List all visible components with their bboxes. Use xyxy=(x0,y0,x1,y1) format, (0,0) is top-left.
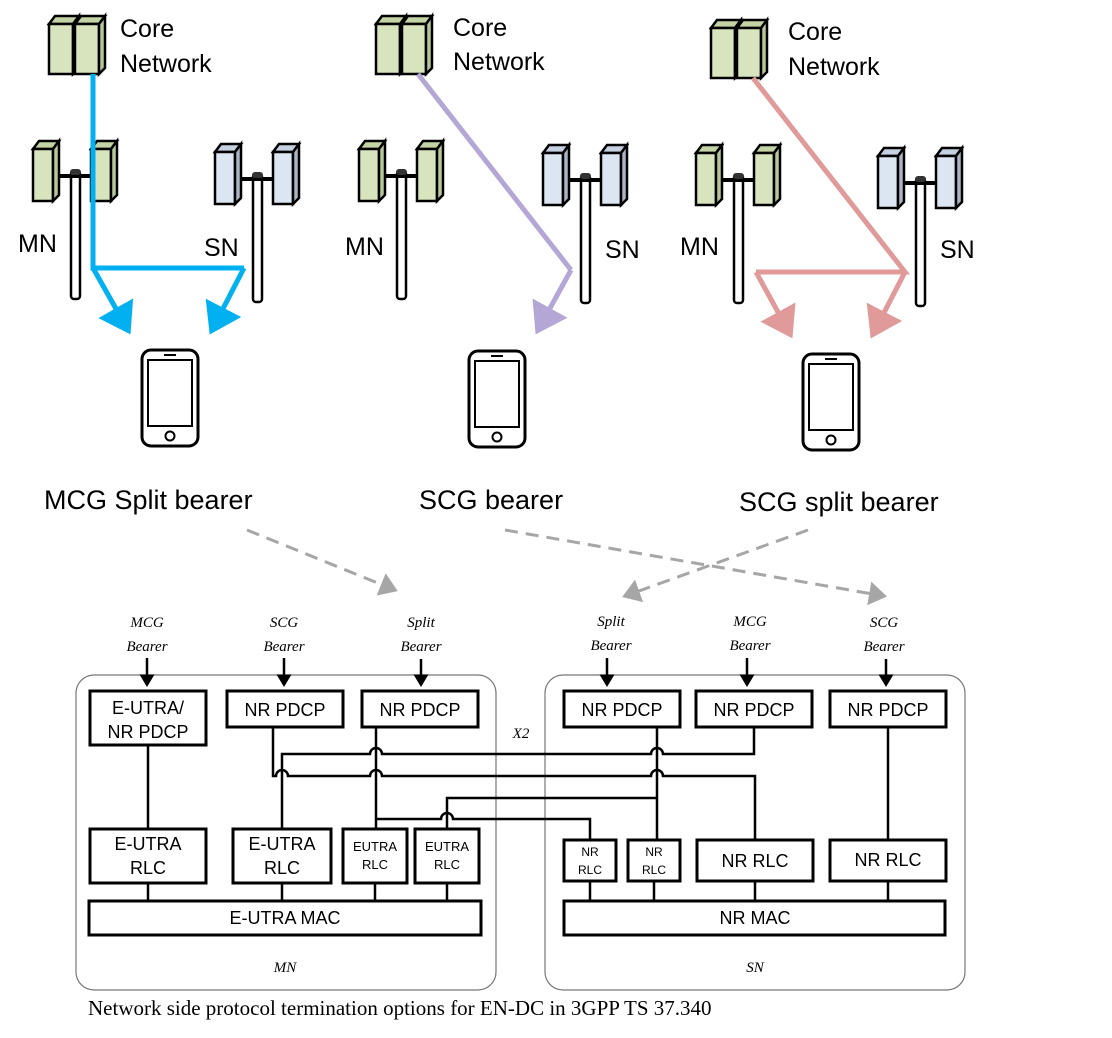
pdcp-label: NR PDCP xyxy=(244,700,325,720)
bearer-label: MCG xyxy=(129,615,164,631)
scenario-scg: Core Network MN SN SCG bearer xyxy=(345,14,640,515)
rlc-label: E-UTRA xyxy=(249,834,316,854)
mn-pdcp-nr-scg xyxy=(225,689,345,729)
core-network-label-line2: Network xyxy=(453,48,545,76)
mapping-arrows xyxy=(246,528,887,606)
sn-node-box xyxy=(544,674,966,991)
core-network-icon xyxy=(47,14,107,76)
bearer-label: Bearer xyxy=(400,639,441,655)
mn-protocol-stack: MCG Bearer SCG Bearer Split Bearer E-UTR… xyxy=(75,615,497,991)
rlc-label: RLC xyxy=(578,863,602,877)
mn-pdcp-eutra-nr xyxy=(88,689,208,747)
sn-tower-icon xyxy=(876,146,964,308)
bearer-label: Bearer xyxy=(126,639,167,655)
core-network-label-line1: Core xyxy=(788,18,842,46)
sn-pdcp-nr-split xyxy=(562,689,682,729)
sn-pdcp-nr-scg xyxy=(828,689,948,729)
sn-to-ue-arrow xyxy=(532,268,574,335)
sn-tower-icon xyxy=(541,143,629,305)
phone-icon xyxy=(801,352,861,452)
core-network-icon xyxy=(709,18,769,80)
bearer-label: MCG xyxy=(732,614,767,630)
rlc-label: RLC xyxy=(434,857,460,872)
core-network-label-line1: Core xyxy=(120,15,174,43)
pdcp-label: E-UTRA/ xyxy=(112,698,184,718)
sn-to-ue-arrow xyxy=(205,266,247,335)
rlc-label: EUTRA xyxy=(353,839,397,854)
bearer-label: Split xyxy=(597,614,625,630)
sn-node-label: SN xyxy=(746,960,765,976)
bearer-label: SCG xyxy=(270,615,299,631)
sn-to-ue-arrow xyxy=(866,270,908,339)
figure-caption: Network side protocol termination option… xyxy=(88,996,712,1020)
core-network-label-line2: Network xyxy=(788,53,880,81)
pdcp-label: NR PDCP xyxy=(713,700,794,720)
mn-rlc xyxy=(413,827,481,885)
scenario-title: MCG Split bearer xyxy=(44,485,253,515)
rlc-label: NR xyxy=(645,845,663,859)
mn-tower-icon xyxy=(694,143,782,305)
phone-icon xyxy=(467,349,527,449)
x2-interconnect: X2 xyxy=(146,726,890,840)
mn-label: MN xyxy=(345,233,384,261)
core-network-icon xyxy=(374,14,434,76)
sn-label: SN xyxy=(605,236,640,264)
sn-rlc xyxy=(562,838,618,883)
bearer-label: Bearer xyxy=(263,639,304,655)
pdcp-label: NR PDCP xyxy=(107,722,188,742)
mcg-split-to-mn-split-arrow xyxy=(246,528,398,596)
scenario-title: SCG bearer xyxy=(419,485,563,515)
mn-label: MN xyxy=(18,230,57,258)
bearer-label: Bearer xyxy=(590,638,631,654)
bearer-label: Split xyxy=(407,615,435,631)
mn-to-ue-arrow xyxy=(90,266,134,335)
mn-tower-icon xyxy=(31,139,119,301)
scenario-scg-split: Core Network MN SN SCG split bearer xyxy=(680,18,975,517)
mn-pdcp-nr-split xyxy=(360,689,480,729)
scenario-title: SCG split bearer xyxy=(739,487,939,517)
rlc-label: E-UTRA xyxy=(115,834,182,854)
scenario-mcg-split: Core Network MN SN MCG Split bearer xyxy=(18,14,301,515)
scg-to-sn-scg-arrow xyxy=(504,528,887,606)
rlc-label: RLC xyxy=(642,863,666,877)
sn-label: SN xyxy=(940,236,975,264)
core-network-label-line2: Network xyxy=(120,50,212,78)
x2-label: X2 xyxy=(512,726,530,742)
pdcp-label: NR PDCP xyxy=(379,700,460,720)
scg-link xyxy=(416,72,573,272)
rlc-label: EUTRA xyxy=(425,839,469,854)
sn-label: SN xyxy=(204,234,239,262)
mn-rlc xyxy=(341,827,409,885)
pdcp-label: NR PDCP xyxy=(847,700,928,720)
mn-to-ue-arrow xyxy=(753,270,796,339)
rlc-label: RLC xyxy=(130,858,166,878)
sn-mac xyxy=(562,899,947,937)
rlc-label: RLC xyxy=(362,857,388,872)
mac-label: E-UTRA MAC xyxy=(229,908,340,928)
rlc-label: RLC xyxy=(264,858,300,878)
rlc-label: NR RLC xyxy=(721,851,788,871)
sn-pdcp-nr-mcg xyxy=(694,689,814,729)
mn-mac xyxy=(87,899,483,937)
sn-tower-icon xyxy=(213,142,301,304)
rlc-label: NR RLC xyxy=(854,850,921,870)
mn-tower-icon xyxy=(357,139,445,301)
scg-split-to-sn-split-arrow xyxy=(622,528,809,603)
bearer-label: Bearer xyxy=(729,638,770,654)
phone-icon xyxy=(140,348,200,448)
mn-label: MN xyxy=(680,233,719,261)
sn-rlc xyxy=(626,838,682,883)
mn-node-label: MN xyxy=(273,960,297,976)
bearer-label: SCG xyxy=(870,615,899,631)
core-network-label-line1: Core xyxy=(453,14,507,42)
bearer-label: Bearer xyxy=(863,639,904,655)
rlc-label: NR xyxy=(581,845,599,859)
pdcp-label: NR PDCP xyxy=(581,700,662,720)
mac-label: NR MAC xyxy=(720,908,791,928)
